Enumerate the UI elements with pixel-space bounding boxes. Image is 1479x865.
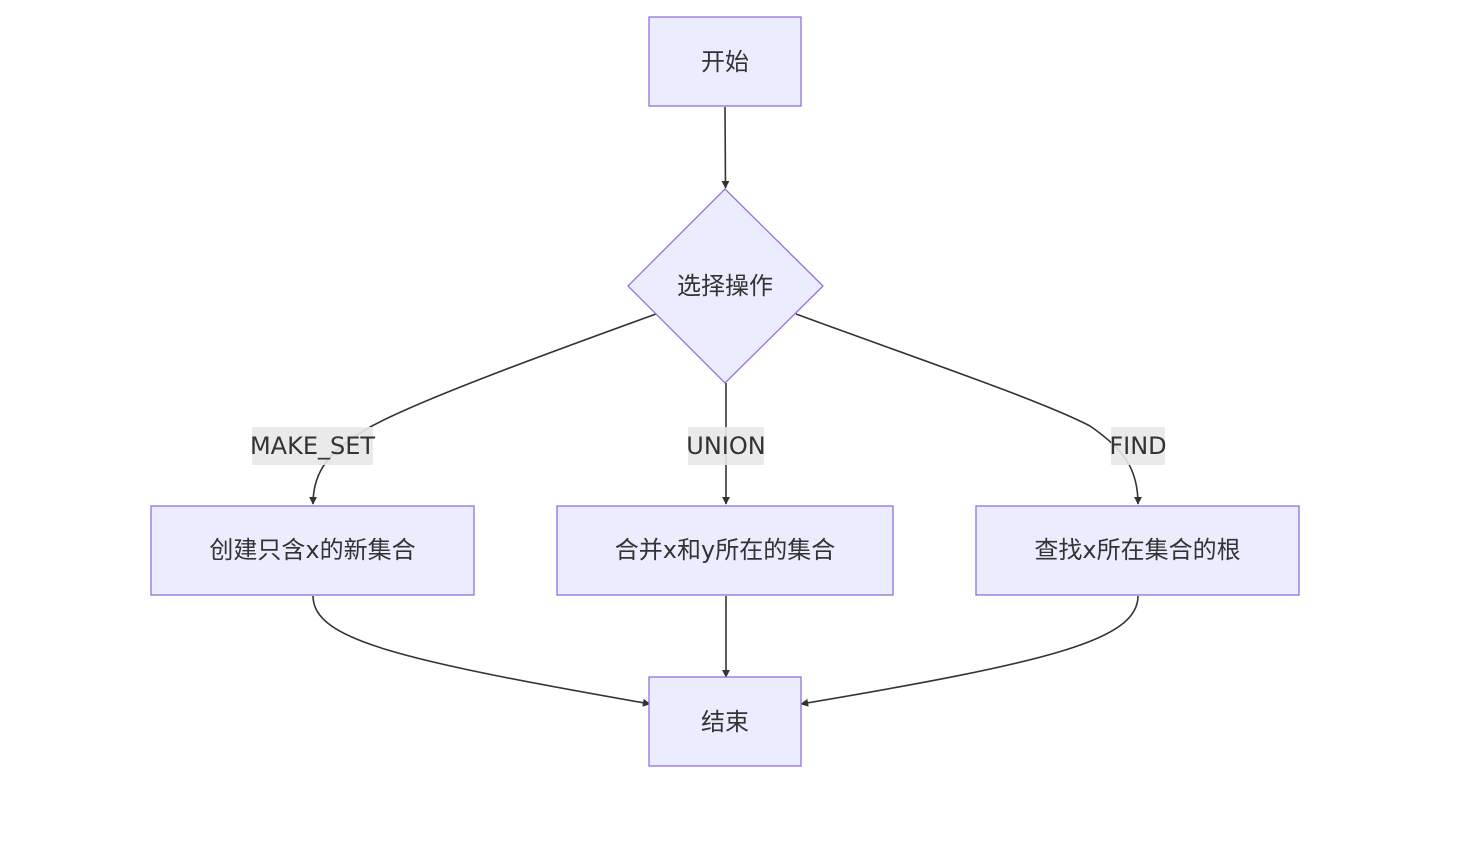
edge-find-to-end [800, 595, 1139, 707]
node-find: 查找x所在集合的根 [975, 505, 1300, 596]
node-decision-label: 选择操作 [677, 272, 773, 300]
edge-decision-to-make-set [309, 313, 657, 505]
edge-label-make-set-text: MAKE_SET [250, 432, 375, 460]
node-start-label: 开始 [701, 48, 749, 76]
node-union: 合并x和y所在的集合 [556, 505, 894, 596]
edge-decision-to-find [795, 313, 1142, 505]
edge-make-set-to-end [312, 595, 651, 707]
node-decision: 选择操作 [627, 188, 824, 384]
edges [309, 106, 1142, 707]
node-start: 开始 [648, 16, 802, 107]
node-end: 结束 [648, 676, 802, 767]
node-union-label: 合并x和y所在的集合 [615, 536, 835, 564]
node-find-label: 查找x所在集合的根 [1034, 536, 1240, 564]
edge-label-find: FIND [1109, 427, 1167, 465]
node-make-set: 创建只含x的新集合 [150, 505, 475, 596]
edge-label-union: UNION [686, 427, 766, 465]
node-end-label: 结束 [701, 708, 749, 736]
node-make-set-label: 创建只含x的新集合 [209, 536, 415, 564]
edge-label-find-text: FIND [1109, 432, 1166, 460]
edge-label-union-text: UNION [686, 432, 765, 460]
edge-start-to-decision [721, 106, 730, 189]
edge-label-make-set: MAKE_SET [250, 427, 375, 465]
